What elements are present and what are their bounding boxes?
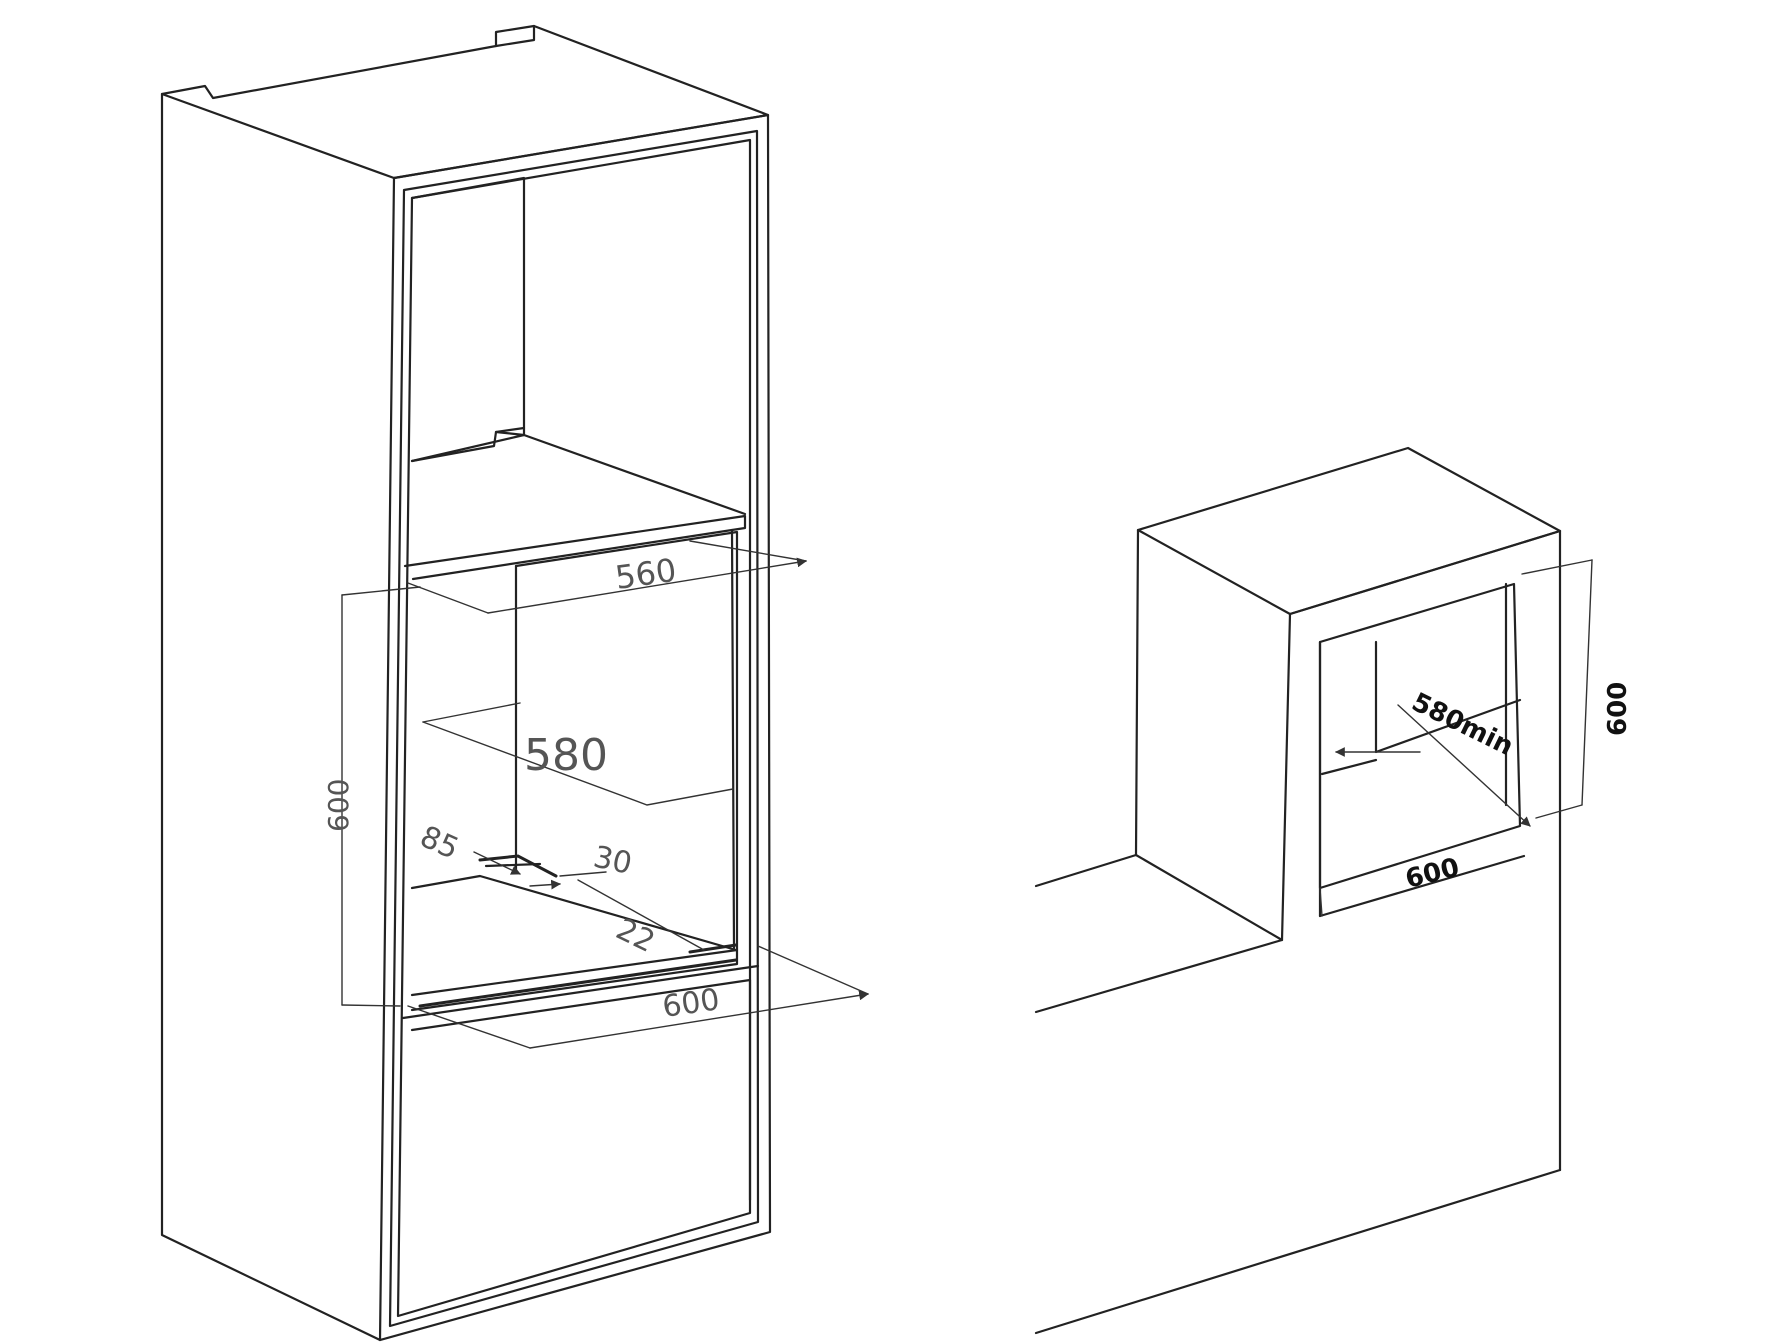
oven-niche-base-lip	[418, 958, 738, 1008]
undercounter-niche-floor	[1320, 758, 1378, 776]
dim-30-arrow	[529, 879, 561, 890]
tall-dim-600-height-label: 600	[322, 779, 355, 832]
tall-cabinet-front-frame	[378, 113, 772, 1342]
dim-22-leader	[577, 879, 705, 951]
dim-600-width-line	[529, 990, 869, 1049]
undercounter-front-face	[1288, 529, 1562, 1172]
drawer-top-edge	[401, 964, 760, 1020]
upper-shelf-notch	[494, 426, 526, 434]
uc-dim-height-ext-bottom	[1535, 804, 1583, 819]
oven-niche-top	[403, 514, 747, 581]
dim-560-line	[487, 557, 807, 614]
undercounter-niche-bottom	[1318, 854, 1526, 918]
drawer-frame	[410, 978, 752, 1202]
dim-600-width-ext-right	[757, 945, 869, 995]
tall-cabinet-top-notch	[494, 24, 536, 48]
dim-600-height-ext-top	[341, 586, 421, 596]
dim-600-width-ext-left	[407, 1005, 531, 1049]
dim-30-leader	[559, 871, 607, 877]
uc-dim-height-line	[1581, 559, 1593, 806]
tall-dim-560-label: 560	[613, 551, 679, 597]
oven-niche-side	[730, 528, 736, 950]
vent-slot	[478, 854, 558, 878]
tall-dim-600-width-label: 600	[660, 982, 722, 1025]
oven-niche-base	[410, 948, 739, 1012]
tall-dim-580-label: 580	[524, 730, 608, 781]
dim-560-ext-right	[689, 540, 807, 562]
uc-dim-580min-label: 580min	[1407, 687, 1518, 762]
tall-cabinet-left-side	[160, 92, 396, 1342]
tall-cabinet-inner-frame	[388, 129, 760, 1328]
tall-cabinet-inner-frame-2	[396, 138, 752, 1318]
undercounter-left-face	[1134, 528, 1292, 942]
floor-line-lower	[1034, 1168, 1562, 1335]
tall-cabinet-top-face	[160, 24, 770, 180]
oven-niche-floor	[410, 874, 738, 952]
dim-580-line	[422, 721, 734, 806]
dim-600-height-ext-bottom	[341, 1004, 401, 1007]
tall-cabinet: 560 580 600 85 30 22 600	[160, 24, 869, 1342]
tall-dim-22-label: 22	[610, 912, 660, 960]
floor-line-upper	[1034, 853, 1138, 888]
tall-dim-85-label: 85	[415, 819, 464, 867]
upper-compartment	[410, 176, 526, 463]
uc-dim-height-ext-top	[1521, 559, 1593, 575]
uc-dim-depth-arrow	[1397, 704, 1531, 827]
oven-niche-back	[514, 530, 739, 952]
uc-dim-600-height-label: 600	[1603, 682, 1633, 736]
undercounter-cabinet: 580min 600 600	[1034, 446, 1633, 1335]
dim-580-ext	[422, 702, 521, 723]
dim-85-leader	[473, 851, 521, 875]
upper-shelf	[410, 430, 747, 516]
floor-line-middle	[1034, 938, 1284, 1014]
uc-dim-width-ext	[1319, 887, 1323, 917]
tall-dim-30-label: 30	[590, 840, 635, 882]
vent-slot-back	[688, 943, 738, 954]
vent-slot-2	[484, 862, 542, 868]
dim-560-ext-left	[407, 582, 489, 614]
